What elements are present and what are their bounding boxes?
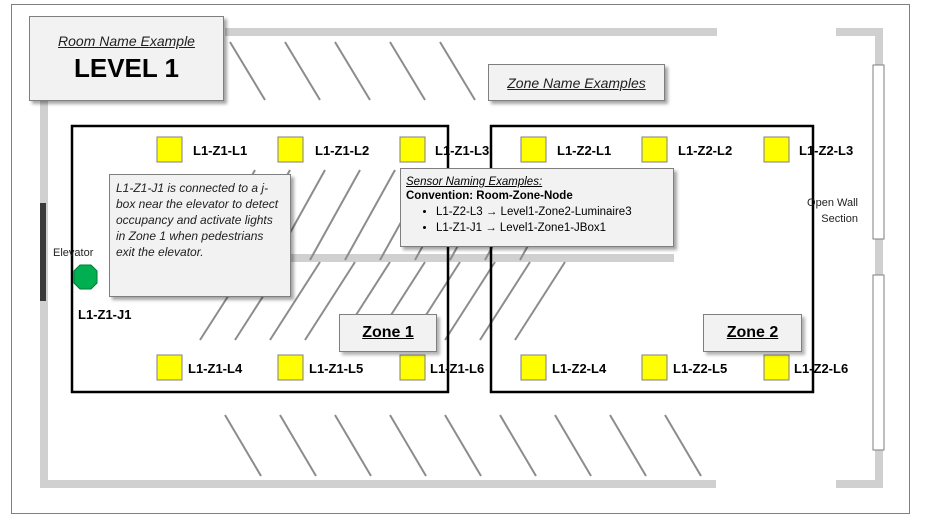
- sensor-naming-list: L1-Z2-L3 → Level1-Zone2-Luminaire3 L1-Z1…: [406, 204, 668, 236]
- luminaire-label: L1-Z1-L2: [315, 143, 370, 158]
- parking-stall-line: [334, 414, 372, 477]
- jbox-label: L1-Z1-J1: [78, 307, 132, 322]
- parking-stall-line: [309, 169, 361, 261]
- luminaire-icon[interactable]: [399, 354, 426, 381]
- center-wall-left: [270, 254, 448, 262]
- room-name-box: Room Name Example LEVEL 1: [29, 16, 224, 101]
- open-wall-panel-lower: [872, 274, 885, 451]
- zone-2-label: Zone 2: [703, 314, 802, 352]
- luminaire-icon[interactable]: [520, 354, 547, 381]
- luminaire-icon[interactable]: [763, 354, 790, 381]
- parking-stall-line: [269, 261, 321, 341]
- top-wall: [225, 28, 717, 36]
- parking-stall-line: [389, 41, 426, 101]
- luminaire-icon[interactable]: [763, 136, 790, 163]
- luminaire-label: L1-Z2-L3: [799, 143, 854, 158]
- right-wall: [875, 28, 883, 488]
- parking-stall-line: [284, 41, 321, 101]
- luminaire-label: L1-Z1-L3: [435, 143, 490, 158]
- parking-stall-line: [279, 414, 317, 477]
- luminaire-label: L1-Z2-L2: [678, 143, 733, 158]
- parking-stall-line: [444, 414, 482, 477]
- drawing-frame: [11, 4, 910, 514]
- open-wall-label: Open Wall Section: [807, 197, 858, 225]
- open-wall-panel-upper: [872, 64, 885, 240]
- luminaire-label: L1-Z1-L4: [188, 361, 243, 376]
- parking-stall-line: [479, 261, 531, 341]
- luminaire-icon[interactable]: [156, 136, 183, 163]
- luminaire-icon[interactable]: [156, 354, 183, 381]
- parking-stall-line: [664, 414, 702, 477]
- elevator-note: L1-Z1-J1 is connected to a j-box near th…: [109, 174, 291, 297]
- parking-stall-line: [389, 414, 427, 477]
- zone-name-examples-box: Zone Name Examples: [488, 64, 665, 101]
- luminaire-label: L1-Z1-L5: [309, 361, 364, 376]
- luminaire-icon[interactable]: [277, 354, 304, 381]
- jbox-sensor-octagon[interactable]: [73, 264, 98, 290]
- zone-1-label: Zone 1: [339, 314, 437, 352]
- zone-1-border: [70, 124, 450, 394]
- sensor-naming-heading: Sensor Naming Examples:: [406, 176, 543, 188]
- luminaire-label: L1-Z2-L1: [557, 143, 612, 158]
- bottom-wall: [40, 480, 716, 488]
- luminaire-label: L1-Z2-L6: [794, 361, 849, 376]
- parking-stall-line: [334, 41, 371, 101]
- parking-stall-line: [304, 261, 356, 341]
- sensor-naming-convention: Convention: Room-Zone-Node: [406, 190, 573, 202]
- luminaire-label: L1-Z2-L4: [552, 361, 607, 376]
- luminaire-label: L1-Z1-L1: [193, 143, 248, 158]
- level-title: LEVEL 1: [73, 53, 179, 83]
- parking-stall-line: [439, 41, 476, 101]
- luminaires: [156, 136, 790, 381]
- luminaire-icon[interactable]: [399, 136, 426, 163]
- luminaire-icon[interactable]: [520, 136, 547, 163]
- parking-stall-line: [224, 414, 262, 477]
- sensor-naming-example: L1-Z1-J1 → Level1-Zone1-JBox1: [436, 220, 668, 236]
- parking-stall-line: [229, 41, 266, 101]
- sensor-naming-box: Sensor Naming Examples: Convention: Room…: [400, 168, 674, 247]
- parking-stall-line: [444, 261, 496, 341]
- sensor-naming-example: L1-Z2-L3 → Level1-Zone2-Luminaire3: [436, 204, 668, 220]
- elevator-label: Elevator: [53, 247, 94, 259]
- bottom-right-wall: [836, 480, 882, 488]
- parking-stall-line: [554, 414, 592, 477]
- elevator-door: [40, 203, 46, 301]
- parking-stall-line: [344, 169, 396, 261]
- center-wall: [448, 254, 674, 262]
- luminaire-icon[interactable]: [277, 136, 304, 163]
- parking-stall-line: [609, 414, 647, 477]
- parking-stall-line: [514, 261, 566, 341]
- luminaire-label: L1-Z2-L5: [673, 361, 728, 376]
- luminaire-label: L1-Z1-L6: [430, 361, 485, 376]
- luminaire-icon[interactable]: [641, 354, 668, 381]
- top-right-wall: [836, 28, 882, 36]
- zone-2-border: [489, 124, 815, 394]
- room-name-subtitle: Room Name Example: [58, 33, 195, 49]
- parking-stall-line: [499, 414, 537, 477]
- luminaire-icon[interactable]: [641, 136, 668, 163]
